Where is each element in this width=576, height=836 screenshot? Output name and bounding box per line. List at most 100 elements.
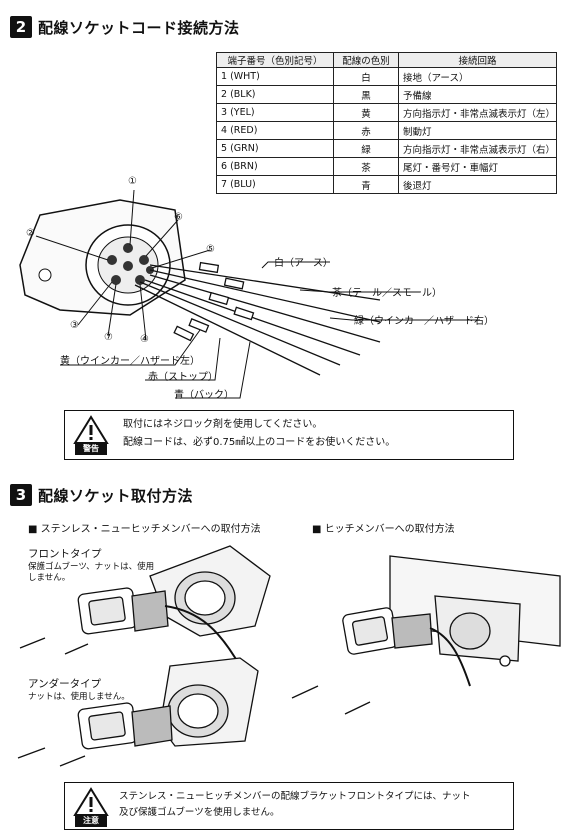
caution-line-1: ステンレス・ニューヒッチメンバーの配線ブラケットフロントタイプには、ナット xyxy=(119,791,471,802)
leader-line xyxy=(35,235,109,261)
pin-hole xyxy=(107,255,117,265)
color-cell: 青 xyxy=(333,175,399,194)
pin-label-6: ⑥ xyxy=(174,212,183,223)
left-mount-heading: ■ ステンレス・ニューヒッチメンバーへの取付方法 xyxy=(28,524,261,535)
wire-white xyxy=(149,264,381,301)
leader-line xyxy=(329,317,480,321)
pin-label-1: ① xyxy=(128,176,137,187)
leader-line xyxy=(139,283,147,341)
wire-label-yellow: 黄（ウインカー／ハザード左） xyxy=(60,356,200,367)
color-cell: 緑 xyxy=(333,139,399,158)
right-mount-heading: ■ ヒッチメンバーへの取付方法 xyxy=(312,524,455,535)
under-type-note: ナットは、使用しません。 xyxy=(28,692,130,702)
rubber-boot xyxy=(131,590,169,632)
pin-hole xyxy=(123,243,133,253)
leader-line xyxy=(151,249,211,269)
pin-label-5: ⑤ xyxy=(206,244,215,255)
wire-terminal xyxy=(223,277,245,290)
pin-cell: 5 (GRN) xyxy=(216,139,334,158)
pin-label-4: ④ xyxy=(140,334,149,345)
pin-cell: 4 (RED) xyxy=(216,121,334,140)
wire-terminal xyxy=(233,306,255,321)
leader-line xyxy=(299,289,420,293)
leader-line xyxy=(175,341,251,399)
caution-line-2: 及び保護ゴムブーツを使用しません。 xyxy=(119,807,280,818)
table-header: 接続回路 xyxy=(398,52,557,68)
wire-label-blue: 青（バック） xyxy=(174,390,234,401)
pin-cell: 2 (BLK) xyxy=(216,85,334,104)
bracket-hole xyxy=(38,268,52,282)
circuit-cell: 制動灯 xyxy=(398,121,557,140)
wire-terminal xyxy=(188,318,210,333)
front-type-note: 保護ゴムブーツ、ナットは、使用しません。 xyxy=(28,562,155,583)
leader-line xyxy=(145,219,179,257)
circuit-cell: 予備線 xyxy=(398,85,557,104)
section-number: 2 xyxy=(10,16,32,38)
section-title: 配線ソケットコード接続方法 xyxy=(38,18,240,37)
warning-line-2: 配線コードは、必ず0.75㎟以上のコードをお使いください。 xyxy=(123,437,396,448)
table-header: 端子番号（色別記号） xyxy=(216,52,334,68)
screw xyxy=(19,637,46,649)
warning-icon xyxy=(73,415,109,455)
pin-label-7: ⑦ xyxy=(104,332,113,343)
socket-wiring-diagram xyxy=(19,189,480,399)
circuit-cell: 方向指示灯・非常点滅表示灯（左） xyxy=(398,103,557,122)
section-title: 配線ソケット取付方法 xyxy=(38,486,194,505)
leader-line xyxy=(77,281,113,326)
caution-box: 注意 ステンレス・ニューヒッチメンバーの配線ブラケットフロントタイプには、ナット… xyxy=(64,782,514,830)
pin-label-3: ③ xyxy=(70,320,79,331)
leader-line xyxy=(107,283,117,337)
pin-hole xyxy=(111,275,121,285)
wire-terminal xyxy=(198,261,220,274)
nut xyxy=(499,655,511,667)
wire-red xyxy=(139,281,341,366)
circuit-cell: 後退灯 xyxy=(398,175,557,194)
screw xyxy=(64,643,89,655)
section-number: 3 xyxy=(10,484,32,506)
color-cell: 赤 xyxy=(333,121,399,140)
rubber-boot xyxy=(131,705,173,747)
table-header-row: 端子番号（色別記号） 配線の色別 接続回路 xyxy=(216,52,557,68)
wire-label-red: 赤（ストップ） xyxy=(148,372,218,383)
under-type-label: アンダータイプ xyxy=(28,678,102,690)
screw xyxy=(291,685,319,699)
screw xyxy=(17,747,46,759)
wire-label-green: 緑（ウインカー／ハザード右） xyxy=(354,316,494,327)
wire-label-white: 白（アース） xyxy=(274,258,333,269)
table-row: 7 (BLU)青後退灯 xyxy=(216,175,557,194)
caution-icon-label: 注意 xyxy=(83,816,99,825)
wire-green xyxy=(149,274,381,343)
section-2-header: 2 配線ソケットコード接続方法 xyxy=(10,16,240,38)
wire-brown xyxy=(149,269,381,323)
warning-line-1: 取付にはネジロック剤を使用してください。 xyxy=(123,419,323,430)
table-row: 1 (WHT)白接地（アース） xyxy=(216,67,557,86)
wire-bundle xyxy=(429,627,471,687)
caution-icon xyxy=(73,787,109,827)
wire-label-brown: 茶（テール／スモール） xyxy=(332,288,442,299)
pin-cell: 3 (YEL) xyxy=(216,103,334,122)
screw xyxy=(344,701,371,715)
screw xyxy=(59,755,86,767)
leader-line xyxy=(129,189,135,246)
color-cell: 黄 xyxy=(333,103,399,122)
circuit-cell: 接地（アース） xyxy=(398,67,557,86)
wire-terminal xyxy=(173,325,195,342)
table-row: 5 (GRN)緑方向指示灯・非常点滅表示灯（右） xyxy=(216,139,557,158)
pin-label-2: ② xyxy=(26,228,35,239)
leader-line xyxy=(145,337,221,381)
pin-cell: 1 (WHT) xyxy=(216,67,334,86)
color-cell: 黒 xyxy=(333,85,399,104)
leader-line xyxy=(261,261,330,269)
leader-line xyxy=(60,329,201,366)
wiring-table: 端子番号（色別記号） 配線の色別 接続回路 1 (WHT)白接地（アース） 2 … xyxy=(216,52,557,194)
table-row: 2 (BLK)黒予備線 xyxy=(216,85,557,104)
table-header: 配線の色別 xyxy=(333,52,399,68)
circuit-cell: 方向指示灯・非常点滅表示灯（右） xyxy=(398,139,557,158)
rubber-boot xyxy=(391,613,433,649)
pin-hole xyxy=(139,255,149,265)
mounting-illustrations xyxy=(17,545,561,767)
wire-bundle xyxy=(164,605,241,667)
table-row: 4 (RED)赤制動灯 xyxy=(216,121,557,140)
table-row: 3 (YEL)黄方向指示灯・非常点滅表示灯（左） xyxy=(216,103,557,122)
front-type-label: フロントタイプ xyxy=(28,548,102,560)
